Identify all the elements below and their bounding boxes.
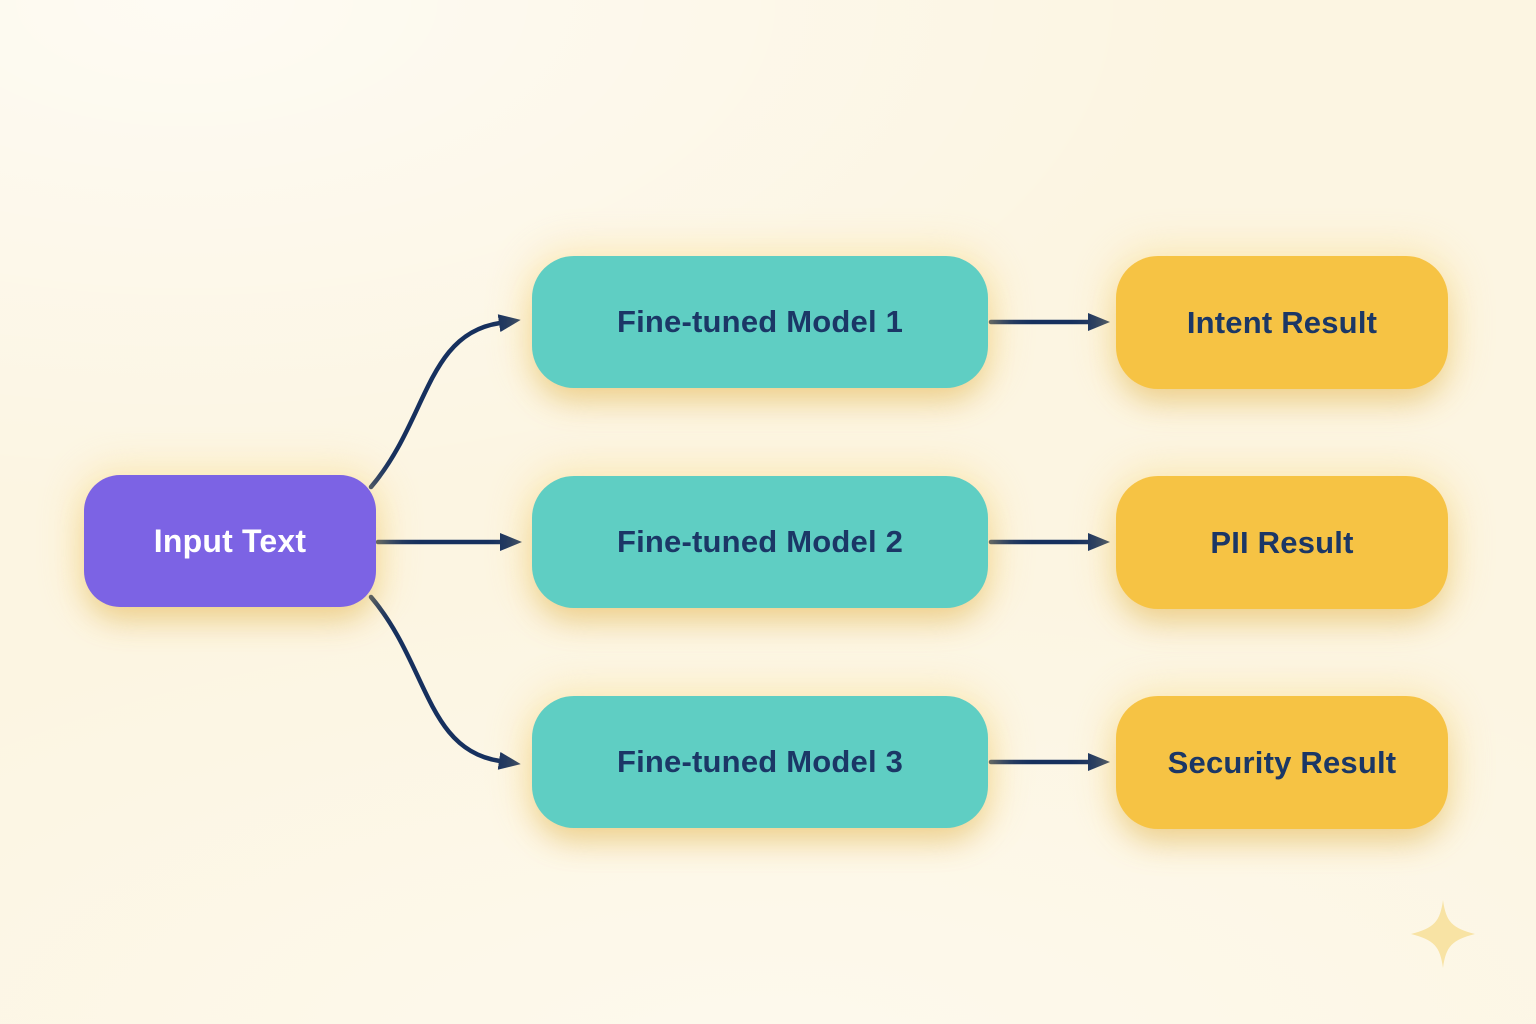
result-node-intent: Intent Result: [1116, 256, 1448, 389]
result-node-pii-label: PII Result: [1210, 524, 1354, 560]
result-node-security: Security Result: [1116, 696, 1448, 829]
input-node-label: Input Text: [153, 522, 307, 559]
result-node-security-label: Security Result: [1167, 744, 1397, 780]
arrow-input-to-model-3: [368, 594, 521, 770]
sparkle-icon: [1411, 900, 1475, 968]
model-node-1: Fine-tuned Model 1: [532, 256, 988, 388]
model-node-2-label: Fine-tuned Model 2: [616, 524, 904, 559]
result-node-pii: PII Result: [1116, 476, 1448, 609]
model-node-1-label: Fine-tuned Model 1: [616, 304, 904, 339]
model-node-2: Fine-tuned Model 2: [532, 476, 988, 608]
result-node-intent-label: Intent Result: [1186, 304, 1378, 340]
input-node: Input Text: [84, 475, 376, 607]
arrow-input-to-model-1: [368, 314, 521, 490]
model-node-3-label: Fine-tuned Model 3: [616, 744, 904, 779]
model-node-3: Fine-tuned Model 3: [532, 696, 988, 828]
